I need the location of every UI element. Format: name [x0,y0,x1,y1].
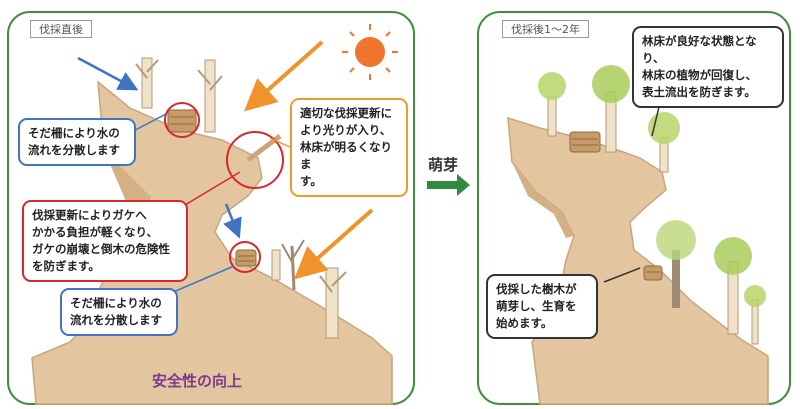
brush-fence-icon [235,249,257,267]
callout-fence-bottom: そだ柵により水の 流れを分散します [60,288,178,336]
tree-icon [656,220,696,308]
brush-fence-icon [643,265,663,281]
callout-light: 適切な伐採更新に より光りが入り、 林床が明るくなりま す。 [290,98,408,197]
callout-text: そだ柵により水の 流れを分散します [70,296,162,327]
callout-text: 林床が良好な状態となり、 林床の植物が回復し、 表土流出を防ぎます。 [642,34,757,99]
callout-text: 伐採した樹木が 萌芽し、生育を 始めます。 [496,282,577,330]
fence-highlight-ring [229,241,261,273]
right-panel-tag: 伐採後1〜2年 [502,20,589,38]
tree-icon [714,237,752,335]
callout-text: そだ柵により水の 流れを分散します [28,126,120,157]
callout-cliff: 伐採更新によりガケへ かかる負担が軽くなり、 ガケの崩壊と倒木の危険性 を防ぎま… [22,200,188,282]
middle-arrow-icon [427,174,470,196]
middle-label: 萌芽 [428,156,459,174]
tree-stump-icon [271,249,281,281]
callout-pointer [603,267,641,283]
callout-text: 適切な伐採更新に より光りが入り、 林床が明るくなりま す。 [300,106,392,188]
callout-text: 伐採更新によりガケへ かかる負担が軽くなり、 ガケの崩壊と倒木の危険性 を防ぎま… [32,208,170,273]
callout-sprout: 伐採した樹木が 萌芽し、生育を 始めます。 [486,274,598,339]
footer-caption: 安全性の向上 [152,372,243,390]
callout-pointer [269,137,293,149]
water-arrow-icon [223,203,242,239]
light-arrow-icon [244,40,324,112]
cliff-highlight-ring [226,131,284,189]
callout-fence-top: そだ柵により水の 流れを分散します [18,118,136,166]
callout-forest: 林床が良好な状態となり、 林床の植物が回復し、 表土流出を防ぎます。 [632,26,784,108]
brush-fence-icon [167,109,197,133]
tree-stump-icon [135,57,159,109]
tree-icon [538,72,566,137]
tree-icon [592,65,630,153]
brush-fence-icon [569,131,601,153]
light-arrow-icon [294,208,374,280]
water-arrow-icon [77,56,139,91]
tree-stump-icon [197,59,223,133]
left-panel-tag: 伐採直後 [30,20,92,38]
sun-icon [342,24,398,80]
right-slope-shade [512,162,574,238]
fence-highlight-ring [164,102,200,138]
tree-icon [744,285,766,345]
